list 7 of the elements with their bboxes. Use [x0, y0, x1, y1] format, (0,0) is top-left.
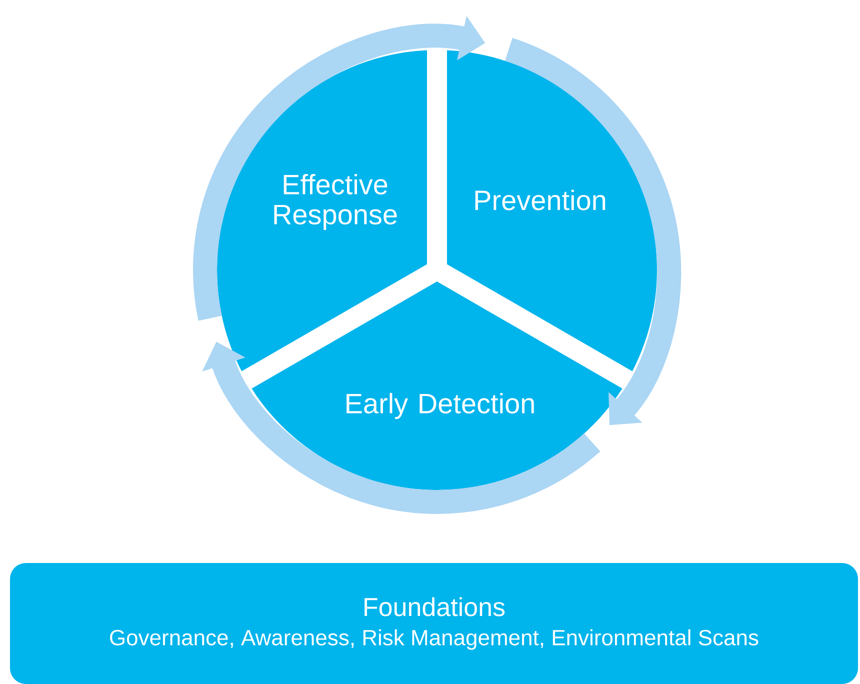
pie-sector: Prevention	[447, 50, 657, 372]
foundation-box: Foundations Governance, Awareness, Risk Management, Environmental Scans	[10, 562, 858, 684]
pie-sector: Early Detection	[252, 282, 622, 490]
node-label: Effective Response	[274, 174, 397, 230]
node-label: Early Detection	[346, 392, 534, 420]
pie-sector: Effective Response	[217, 50, 427, 372]
node-label: Prevention	[475, 190, 606, 210]
